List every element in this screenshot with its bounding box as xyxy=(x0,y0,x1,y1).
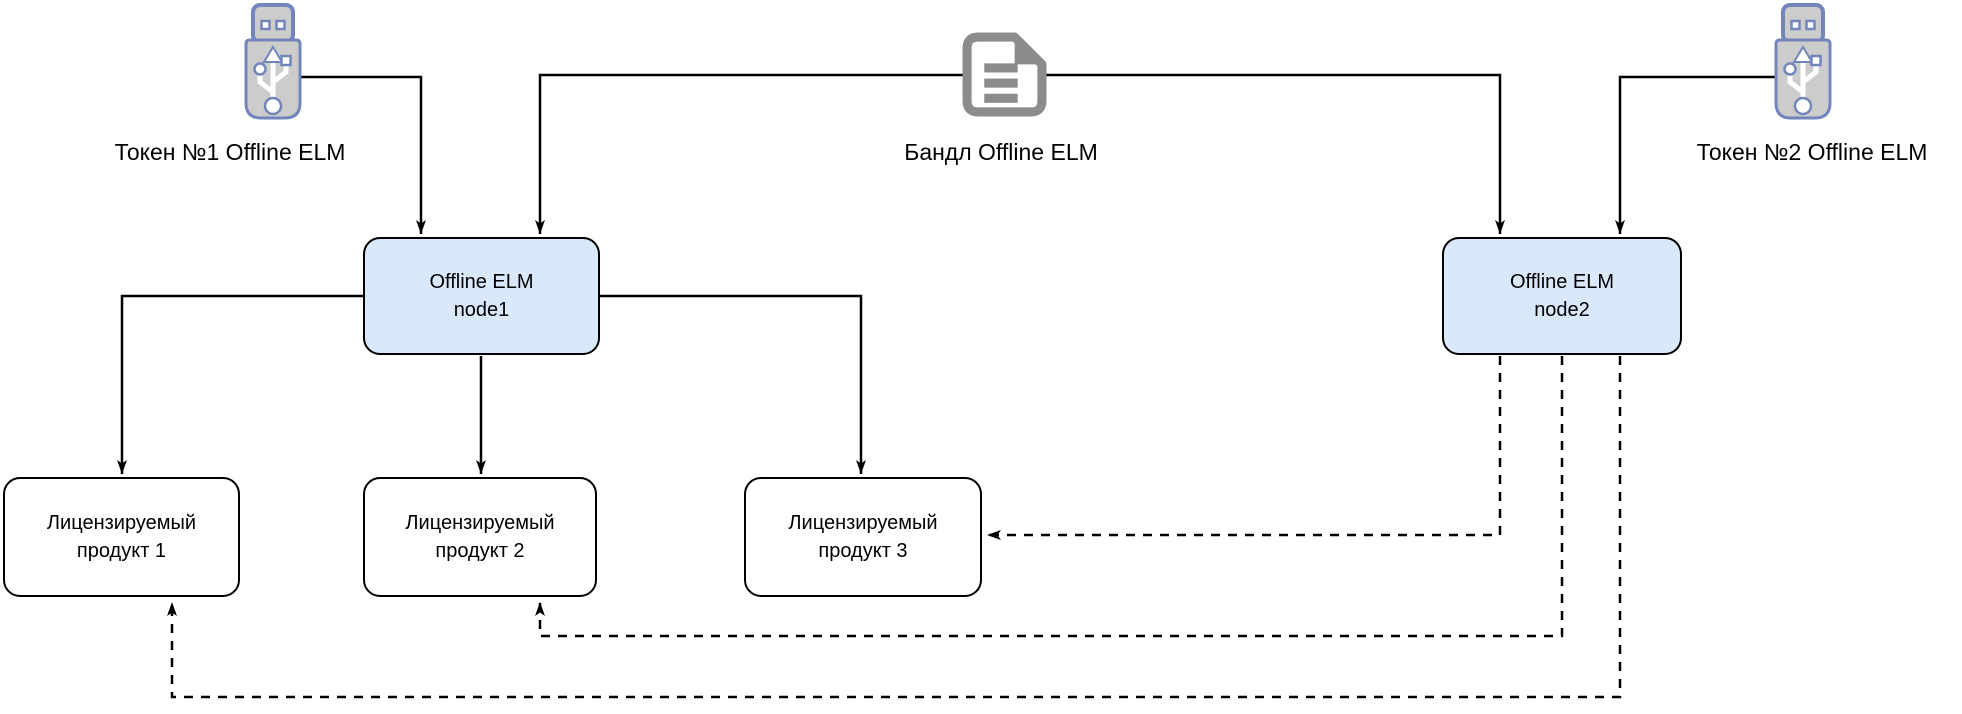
usb-token1-icon xyxy=(244,3,302,125)
bundle-document-icon xyxy=(962,32,1047,122)
edge-token2-to-node2 xyxy=(1615,75,1782,234)
node1-box: Offline ELM node1 xyxy=(363,237,600,355)
token1-label: Токен №1 Offline ELM xyxy=(114,139,346,165)
product1-box: Лицензируемый продукт 1 xyxy=(3,477,240,597)
node2-label: Offline ELM node2 xyxy=(1509,271,1615,321)
node2-box: Offline ELM node2 xyxy=(1442,237,1682,355)
edge-node1-to-product1 xyxy=(117,294,363,474)
product3-label: Лицензируемый продукт 3 xyxy=(788,512,938,562)
node1-label: Offline ELM node1 xyxy=(429,271,534,321)
edge-token1-to-node1 xyxy=(295,75,426,234)
edge-node2-to-product2-dashed xyxy=(535,356,1564,638)
bundle-label: Бандл Offline ELM xyxy=(904,139,1098,165)
product2-box: Лицензируемый продукт 2 xyxy=(363,477,597,597)
product2-label: Лицензируемый продукт 2 xyxy=(405,512,555,562)
edge-node2-to-product3-dashed xyxy=(987,356,1502,540)
edge-bundle-to-node1 xyxy=(535,73,1005,234)
token2-label: Токен №2 Offline ELM xyxy=(1696,139,1928,165)
edge-node2-to-product1-dashed xyxy=(167,356,1622,699)
edge-bundle-to-node2 xyxy=(1005,73,1505,234)
edge-node1-to-product3 xyxy=(600,294,866,474)
product1-label: Лицензируемый продукт 1 xyxy=(46,512,197,562)
product3-box: Лицензируемый продукт 3 xyxy=(744,477,982,597)
usb-token2-icon xyxy=(1774,3,1832,125)
